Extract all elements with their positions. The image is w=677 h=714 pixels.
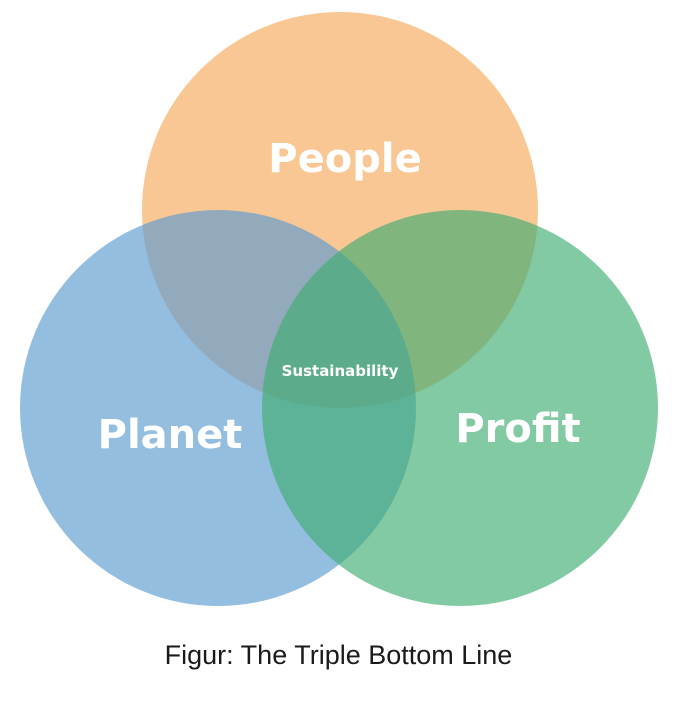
sustainability-label: Sustainability: [282, 362, 399, 380]
venn-diagram: People Planet Profit Sustainability: [20, 12, 658, 606]
figure-caption: Figur: The Triple Bottom Line: [164, 640, 513, 670]
profit-label: Profit: [455, 406, 580, 452]
people-label: People: [268, 136, 421, 182]
venn-circles: [20, 12, 658, 606]
planet-label: Planet: [98, 412, 243, 458]
profit-circle: [262, 210, 658, 606]
